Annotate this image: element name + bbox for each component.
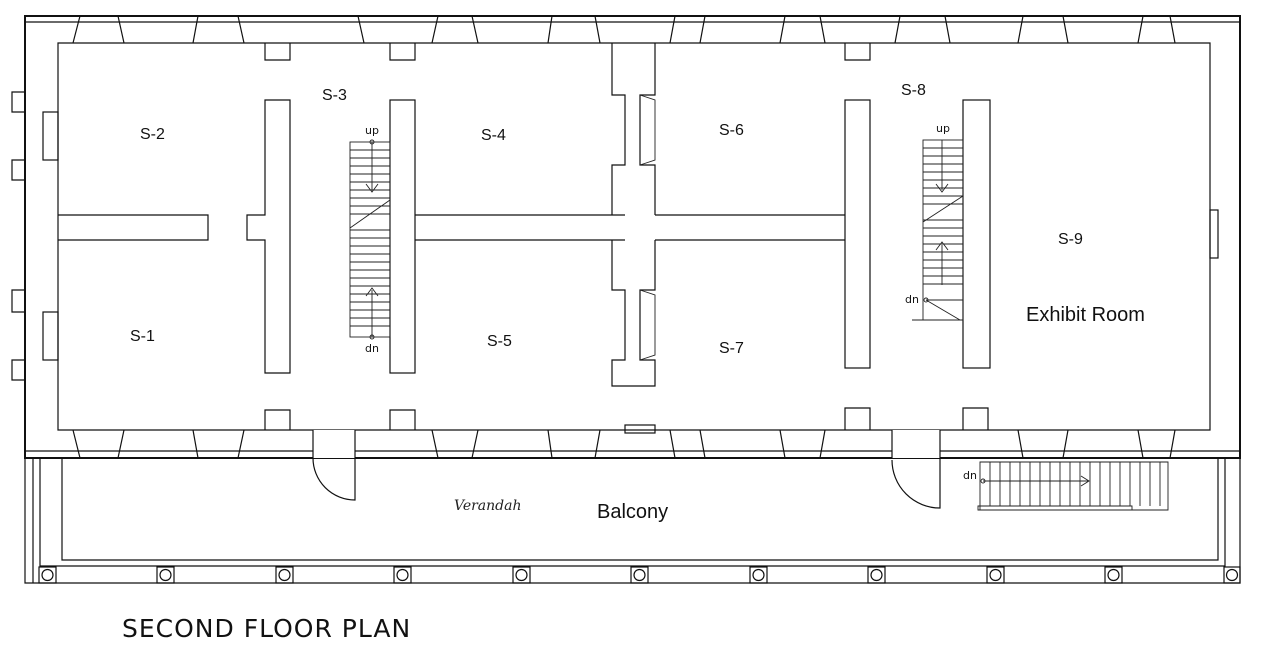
right-stair (912, 139, 964, 321)
top-windows (25, 15, 1240, 44)
verandah-label: Verandah (454, 498, 522, 514)
left-stair (349, 139, 391, 340)
room-label-s2: S-2 (140, 126, 165, 143)
column (512, 566, 531, 584)
stair-dn-left: dn (365, 342, 379, 355)
wall-stair-right (962, 99, 991, 369)
room-label-s4: S-4 (481, 127, 506, 144)
column (1223, 566, 1241, 584)
left-wall-features (11, 91, 1219, 381)
exterior-stair (977, 461, 1169, 511)
room-label-s9: S-9 (1058, 231, 1083, 248)
wall-right-corridor (844, 99, 871, 369)
column (1104, 566, 1123, 584)
wall-center (611, 43, 656, 387)
room-label-s6: S-6 (719, 122, 744, 139)
wall-stair-left (389, 99, 416, 374)
column (393, 566, 412, 584)
inner-outline (57, 42, 1211, 431)
room-label-s3: S-3 (322, 87, 347, 104)
room-label-s1: S-1 (130, 328, 155, 345)
wall-center-door-top (639, 94, 656, 166)
wall-corridor-left (246, 99, 291, 374)
room-label-s7: S-7 (719, 340, 744, 357)
stair-dn-right: dn (905, 293, 919, 306)
column (749, 566, 768, 584)
stair-up-left: up (365, 124, 379, 137)
column (630, 566, 649, 584)
wall-s2-s1 (58, 214, 209, 241)
balcony-label: Balcony (597, 501, 668, 523)
column (156, 566, 175, 584)
top-pilasters (264, 43, 871, 61)
room-label-s5: S-5 (487, 333, 512, 350)
column (986, 566, 1005, 584)
column (275, 566, 294, 584)
column (867, 566, 886, 584)
wall-s6-s7 (655, 214, 845, 241)
room-label-s8: S-8 (901, 82, 926, 99)
door-swings (312, 430, 941, 509)
plan-title: SECOND FLOOR PLAN (122, 614, 411, 643)
room-label-exhibit: Exhibit Room (1026, 304, 1145, 326)
stair-dn-exterior: dn (963, 469, 977, 482)
wall-s4-s5 (415, 214, 625, 241)
verandah-columns (38, 566, 1241, 584)
column (38, 566, 57, 584)
outer-wall (24, 15, 1241, 459)
stair-up-right: up (936, 122, 950, 135)
bottom-pilasters (264, 407, 989, 430)
wall-center-door-bot (639, 289, 656, 361)
bottom-windows (25, 424, 1240, 459)
